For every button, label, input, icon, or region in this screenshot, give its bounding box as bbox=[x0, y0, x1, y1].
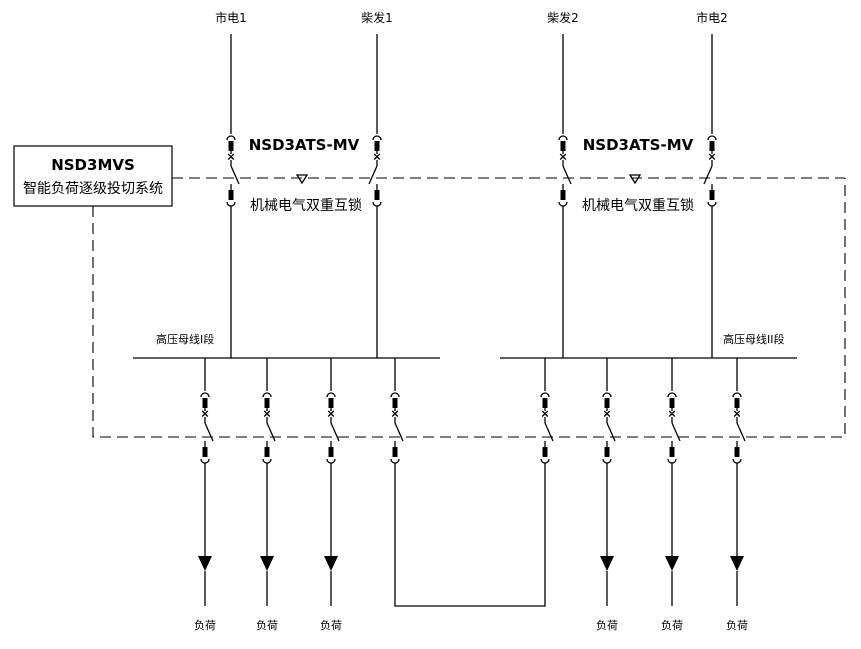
utility-1-label: 市电1 bbox=[215, 10, 247, 25]
load-6-label: 负荷 bbox=[726, 618, 748, 632]
control-system-subtitle: 智能负荷逐级投切系统 bbox=[23, 181, 163, 197]
feeder-2-breaker bbox=[262, 384, 276, 470]
load-5-label: 负荷 bbox=[661, 618, 683, 632]
bus-tie-link bbox=[394, 469, 546, 607]
utility-2-label: 市电2 bbox=[696, 10, 728, 25]
feeder-6-breaker bbox=[732, 384, 746, 470]
load-1-arrow bbox=[198, 556, 212, 571]
ats-left-model: NSD3ATS-MV bbox=[249, 136, 360, 154]
ats-right-breaker-utility bbox=[703, 127, 717, 213]
load-3-arrow bbox=[324, 556, 338, 571]
generator-1-label: 柴发1 bbox=[361, 10, 393, 25]
feeder-4-breaker bbox=[602, 384, 616, 470]
tie-left-breaker bbox=[390, 384, 404, 470]
load-5-arrow bbox=[665, 556, 679, 571]
feeder-3-breaker bbox=[326, 384, 340, 470]
load-3-label: 负荷 bbox=[320, 618, 342, 632]
ats-right-model: NSD3ATS-MV bbox=[583, 136, 694, 154]
control-system-box bbox=[13, 145, 173, 207]
interlock-right-triangle bbox=[628, 174, 642, 185]
load-2-arrow bbox=[260, 556, 274, 571]
load-1-label: 负荷 bbox=[194, 618, 216, 632]
control-line-loop bbox=[92, 178, 846, 438]
control-system-title: NSD3MVS bbox=[51, 156, 135, 174]
bus-section-2-label: 高压母线II段 bbox=[723, 332, 785, 346]
load-2-label: 负荷 bbox=[256, 618, 278, 632]
feeder-1-breaker bbox=[200, 384, 214, 470]
generator-2-label: 柴发2 bbox=[547, 10, 579, 25]
load-4-label: 负荷 bbox=[596, 618, 618, 632]
ats-right-interlock: 机械电气双重互锁 bbox=[582, 198, 694, 214]
ats-left-breaker-generator bbox=[368, 127, 382, 213]
tie-right-breaker bbox=[540, 384, 554, 470]
bus-section-1-label: 高压母线I段 bbox=[156, 332, 214, 346]
ats-left-breaker-utility bbox=[226, 127, 240, 213]
load-4-arrow bbox=[600, 556, 614, 571]
interlock-left-triangle bbox=[295, 174, 309, 185]
ats-left-interlock: 机械电气双重互锁 bbox=[250, 198, 362, 214]
load-6-arrow bbox=[730, 556, 744, 571]
ats-right-breaker-generator bbox=[558, 127, 572, 213]
feeder-5-breaker bbox=[667, 384, 681, 470]
